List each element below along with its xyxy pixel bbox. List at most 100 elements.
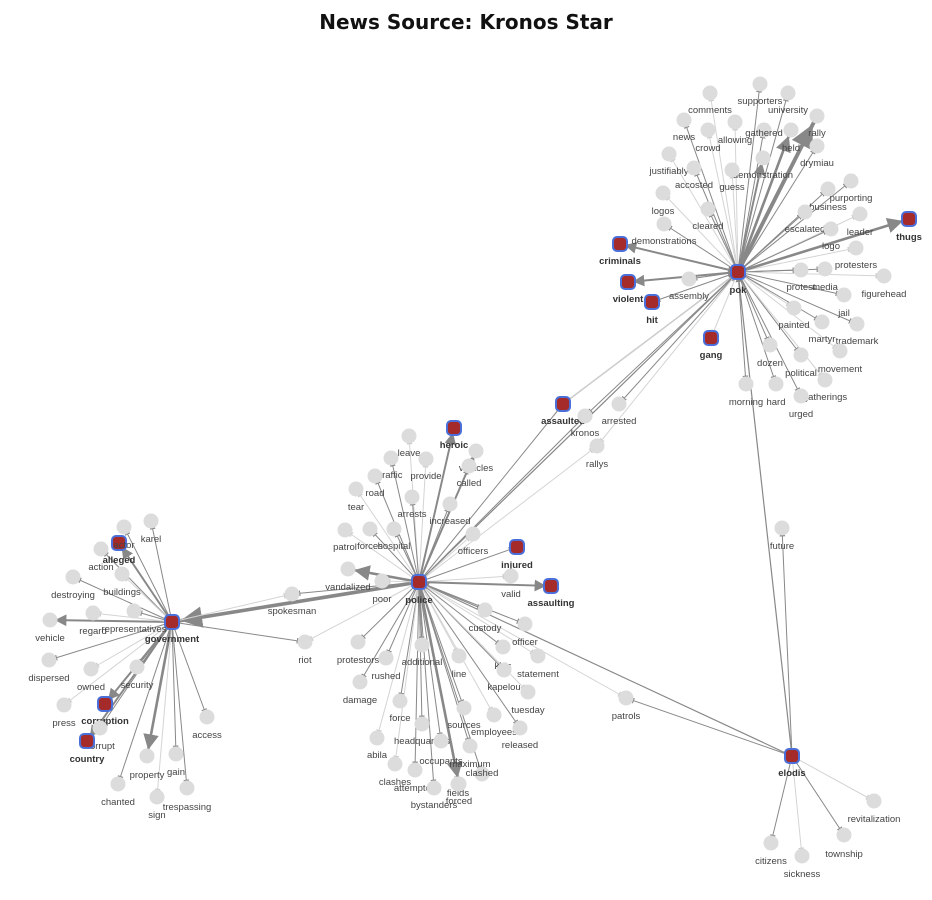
node-purporting[interactable]: purporting	[830, 173, 873, 205]
node-marker-regard[interactable]	[85, 605, 101, 621]
node-demonstrations[interactable]: demonstrations	[632, 216, 697, 248]
node-marker-abila[interactable]	[369, 730, 385, 746]
node-future[interactable]: future	[770, 520, 794, 553]
node-press[interactable]: press	[52, 697, 76, 730]
node-demonstration[interactable]: demonstration	[733, 150, 793, 182]
node-corruption[interactable]: corruption	[81, 696, 129, 727]
node-marker-increased[interactable]	[442, 496, 458, 512]
node-headquarters[interactable]: headquarters	[394, 716, 450, 748]
node-marker-spokesman[interactable]	[284, 586, 300, 602]
node-hospital[interactable]: hospital	[378, 521, 411, 553]
node-marker-forced[interactable]	[451, 776, 467, 792]
node-marker-property[interactable]	[139, 748, 155, 764]
node-leader[interactable]: leader	[847, 206, 873, 239]
node-marker-future[interactable]	[774, 520, 790, 536]
node-corrupt[interactable]: corrupt	[85, 720, 115, 753]
node-marker-escalated[interactable]	[797, 204, 813, 220]
node-marker-gatherings[interactable]	[817, 372, 833, 388]
node-marker-figurehead[interactable]	[876, 268, 892, 284]
node-trademark[interactable]: trademark	[836, 316, 879, 348]
node-marker-demonstration[interactable]	[755, 150, 771, 166]
node-trespassing[interactable]: trespassing	[163, 780, 212, 814]
node-tuesday[interactable]: tuesday	[511, 684, 545, 717]
node-marker-elodis[interactable]	[784, 748, 800, 764]
node-marker-riot[interactable]	[297, 634, 313, 650]
node-marker-security[interactable]	[129, 659, 145, 675]
node-rally[interactable]: rally	[808, 108, 826, 140]
node-marker-heroic[interactable]	[446, 420, 462, 436]
node-marker-bystanders[interactable]	[426, 780, 442, 796]
node-protesters[interactable]: protesters	[835, 240, 877, 272]
node-marker-gain[interactable]	[168, 746, 184, 762]
node-marker-drymiau[interactable]	[809, 138, 825, 154]
node-protestors[interactable]: protestors	[337, 634, 379, 667]
node-valid[interactable]: valid	[501, 568, 521, 601]
node-released[interactable]: released	[502, 720, 538, 752]
node-allowing[interactable]: allowing	[718, 114, 752, 147]
node-marker-demonstrations[interactable]	[656, 216, 672, 232]
node-logo[interactable]: logo	[822, 221, 840, 253]
node-marker-released[interactable]	[512, 720, 528, 736]
node-marker-owned[interactable]	[83, 661, 99, 677]
node-gatherings[interactable]: gatherings	[803, 372, 848, 404]
node-country[interactable]: country	[70, 733, 106, 765]
node-marker-movement[interactable]	[832, 343, 848, 359]
node-marker-guess[interactable]	[724, 162, 740, 178]
node-vandalized[interactable]: vandalized	[325, 561, 371, 594]
node-marker-held[interactable]	[783, 122, 799, 138]
node-marker-political[interactable]	[793, 347, 809, 363]
node-marker-supporters[interactable]	[752, 76, 768, 92]
node-damage[interactable]: damage	[343, 674, 377, 707]
node-marker-allowing[interactable]	[727, 114, 743, 130]
node-hard[interactable]: hard	[766, 376, 786, 409]
node-marker-clashed[interactable]	[474, 766, 490, 782]
node-clashed[interactable]: clashed	[466, 766, 499, 782]
node-marker-trespassing[interactable]	[179, 780, 195, 796]
node-marker-university[interactable]	[780, 85, 796, 101]
node-patrols[interactable]: patrols	[612, 690, 641, 723]
node-citizens[interactable]: citizens	[755, 835, 787, 868]
node-marker-access[interactable]	[199, 709, 215, 725]
node-marker-pok[interactable]	[730, 264, 746, 280]
node-cleared[interactable]: cleared	[692, 201, 724, 233]
node-rallys[interactable]: rallys	[586, 438, 608, 471]
node-marker-assaulting[interactable]	[543, 578, 559, 594]
node-marker-tear[interactable]	[348, 481, 364, 497]
node-arrested[interactable]: arrested	[602, 396, 637, 428]
node-comments[interactable]: comments	[688, 85, 732, 117]
node-forced[interactable]: forced	[446, 776, 472, 808]
node-destroying[interactable]: destroying	[51, 569, 95, 602]
node-marker-trademark[interactable]	[849, 316, 865, 332]
node-protest[interactable]: protest	[786, 262, 816, 294]
node-marker-road[interactable]	[367, 468, 383, 484]
node-vehicle[interactable]: vehicle	[35, 612, 65, 645]
node-marker-patrol[interactable]	[337, 522, 353, 538]
node-marker-vehicles[interactable]	[468, 443, 484, 459]
node-security[interactable]: security	[121, 659, 154, 692]
node-marker-rallys[interactable]	[589, 438, 605, 454]
node-marker-traffic[interactable]	[383, 450, 399, 466]
node-gain[interactable]: gain	[167, 746, 185, 779]
node-gathered[interactable]: gathered	[745, 122, 783, 140]
node-business[interactable]: business	[809, 181, 847, 214]
node-marker-poor[interactable]	[374, 573, 390, 589]
node-attempted[interactable]: attempted	[394, 762, 436, 795]
node-marker-purporting[interactable]	[843, 173, 859, 189]
node-marker-action[interactable]	[93, 541, 109, 557]
node-marker-tuesday[interactable]	[520, 684, 536, 700]
node-statement[interactable]: statement	[517, 648, 559, 681]
node-marker-kapelou[interactable]	[496, 662, 512, 678]
node-marker-officers[interactable]	[465, 526, 481, 542]
node-road[interactable]: road	[365, 468, 385, 500]
node-tear[interactable]: tear	[348, 481, 364, 514]
node-riot[interactable]: riot	[297, 634, 313, 667]
node-chanted[interactable]: chanted	[101, 776, 135, 809]
node-marker-statement[interactable]	[530, 648, 546, 664]
node-violent[interactable]: violent	[613, 274, 644, 305]
node-marker-corrupt[interactable]	[92, 720, 108, 736]
node-dispersed[interactable]: dispersed	[28, 652, 70, 685]
node-marker-dispersed[interactable]	[41, 652, 57, 668]
node-marker-force[interactable]	[392, 693, 408, 709]
node-vehicles[interactable]: vehicles	[459, 443, 494, 475]
node-marker-arrests[interactable]	[404, 489, 420, 505]
